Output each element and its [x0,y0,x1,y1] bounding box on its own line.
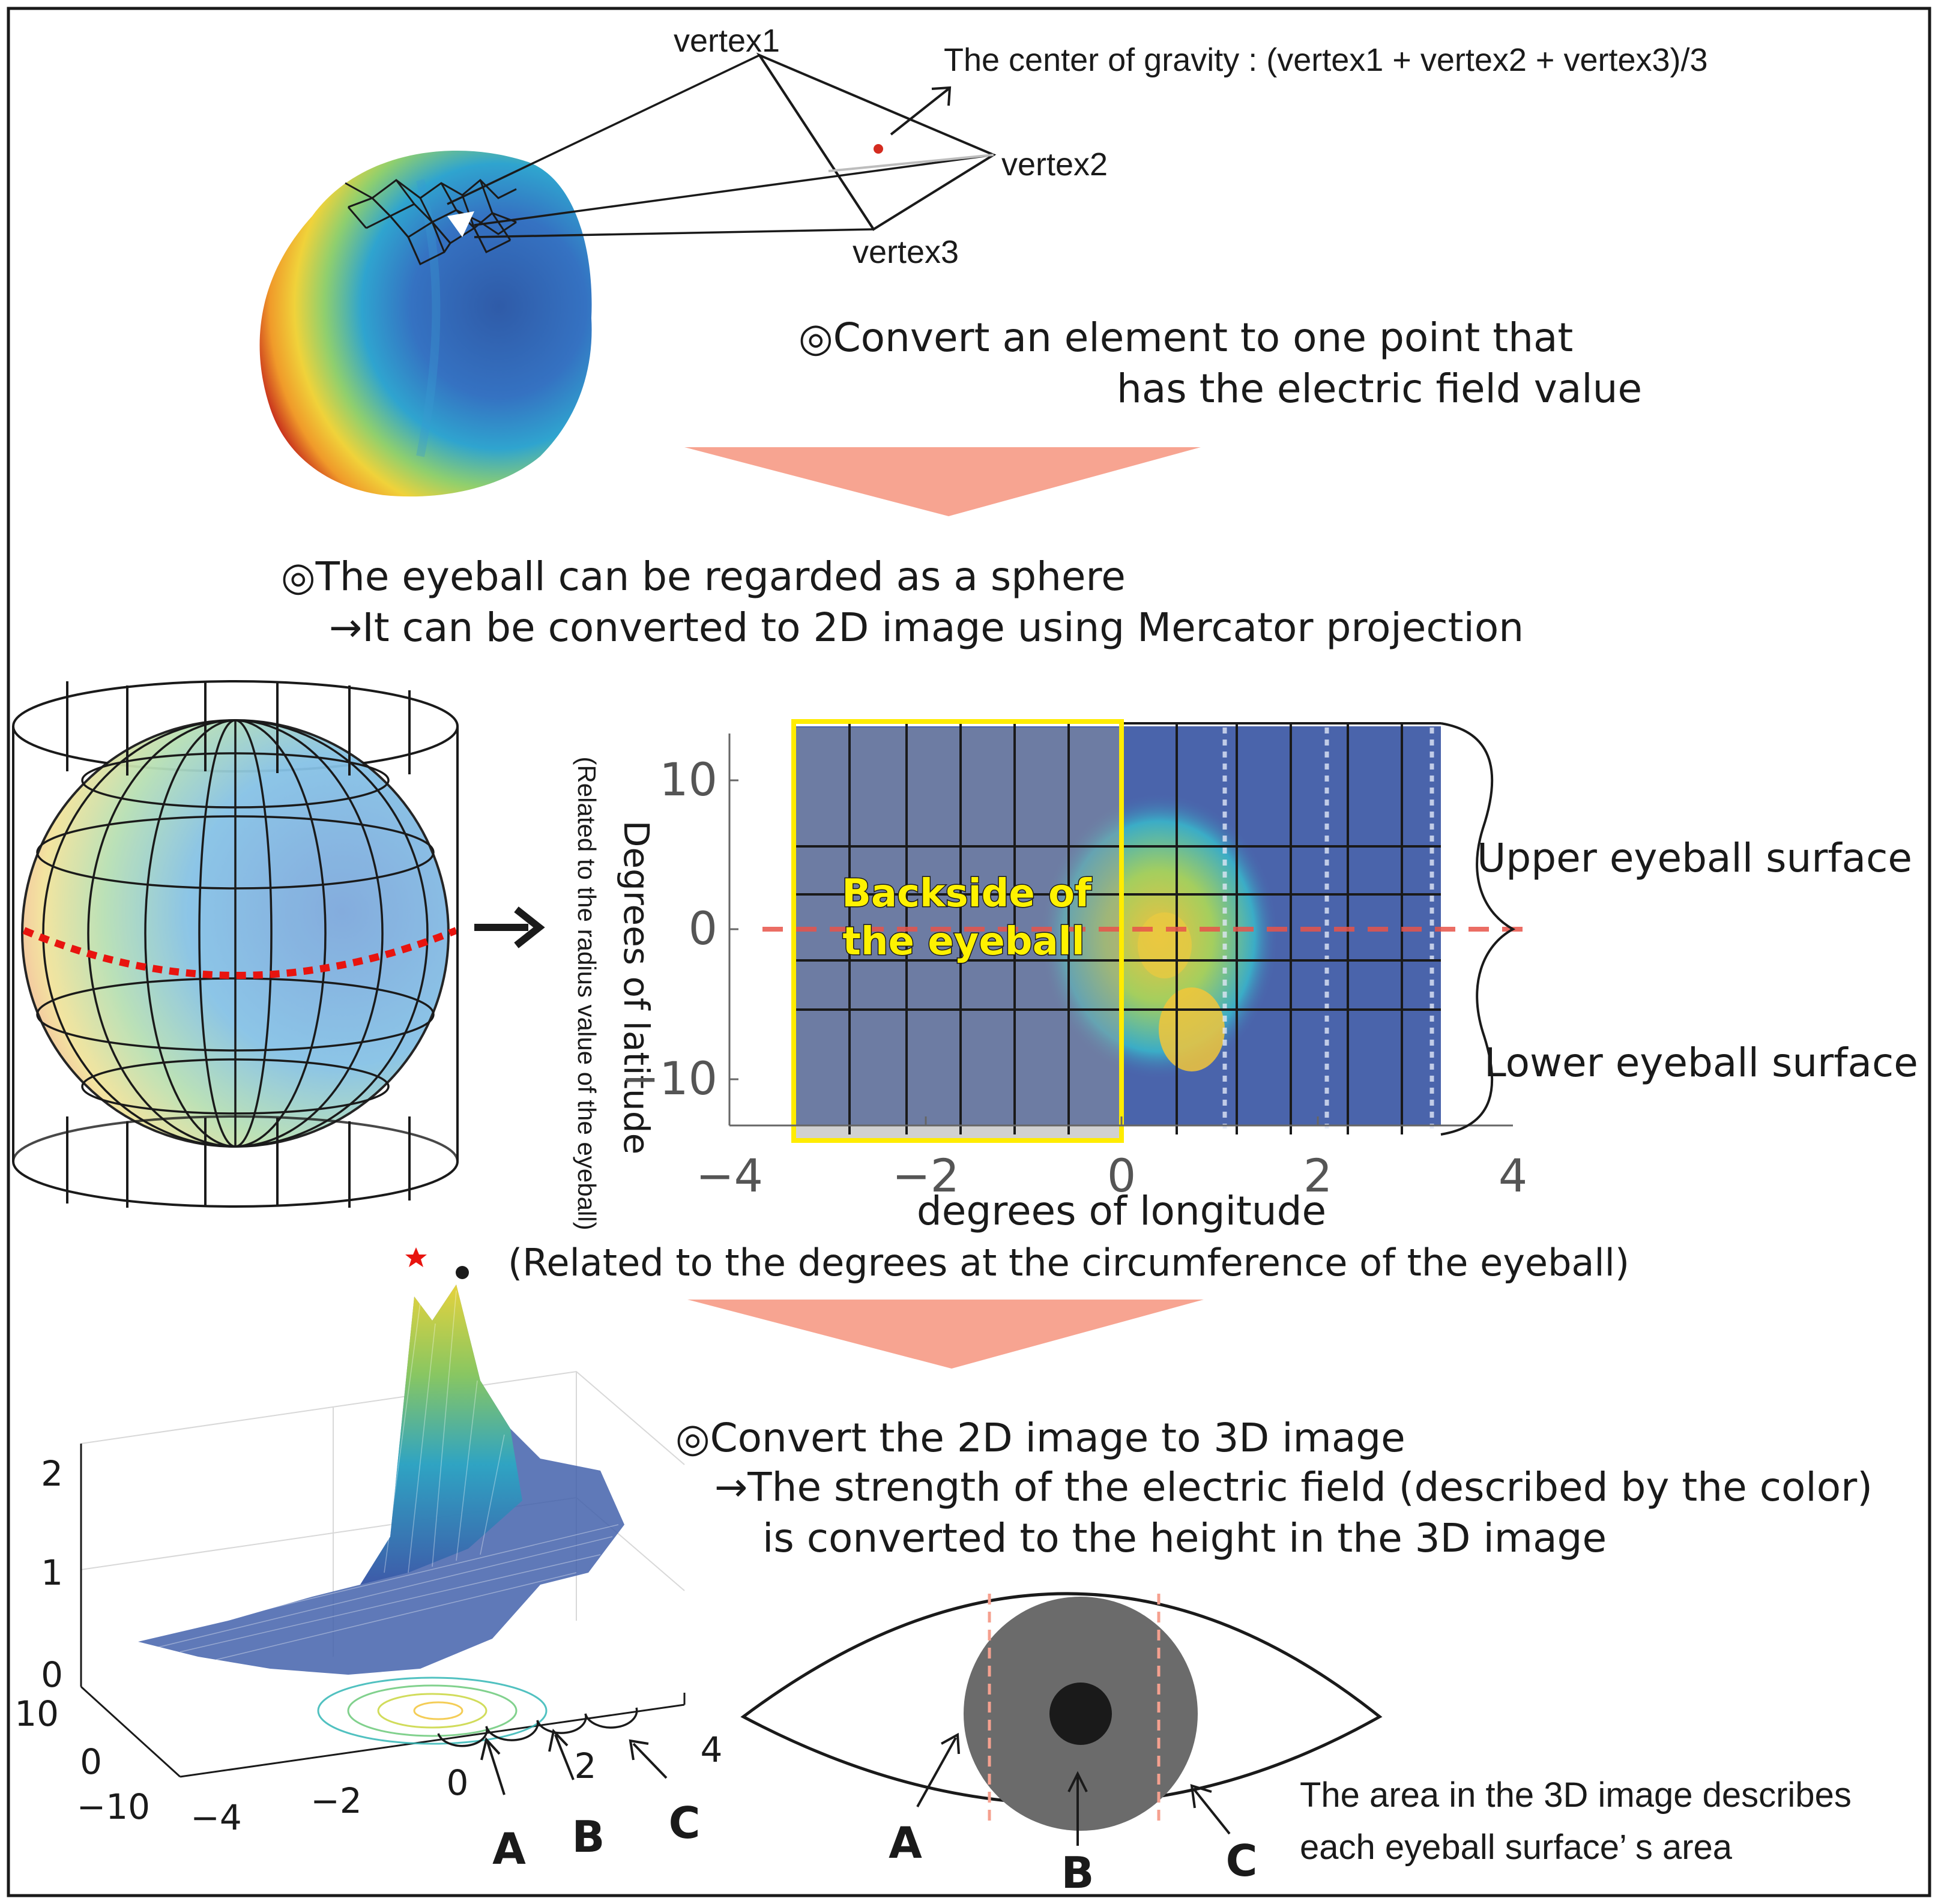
surface-braces [1440,722,1516,1136]
y-axis-title: Degrees of latitude [616,821,657,1155]
x3d-tick-2: 2 [575,1746,597,1786]
right-arrow [474,906,545,948]
pupil [1049,1683,1112,1745]
surface-label-b: B [572,1812,605,1862]
y3d-tick-0: 0 [80,1741,102,1782]
backside-label-line1: Backside of [842,872,1092,916]
x-axis-subtitle: (Related to the degrees at the circumfer… [508,1241,1629,1285]
x-tick-neg4: −4 [696,1149,763,1202]
eye-label-a: A [889,1818,922,1868]
x-tick-2: 2 [1303,1149,1332,1202]
selected-element [447,211,474,237]
backside-label-line2: the eyeball [842,920,1084,964]
down-arrow-1 [684,447,1201,516]
mercator-cylinder-globe [12,680,459,1208]
eye-diagram [740,1592,1383,1846]
zoom-lines [447,54,994,238]
upper-surface-label: Upper eyeball surface [1477,835,1912,881]
globe-meridians [36,719,435,1148]
z-tick-2: 2 [41,1453,63,1494]
y-axis-subtitle: (Related to the radius value of the eyeb… [573,756,601,1230]
step2-note-line1: ◎The eyeball can be regarded as a sphere [281,553,1126,600]
x3d-tick-4: 4 [701,1729,723,1770]
step3-note-line1: ◎Convert the 2D image to 3D image [675,1415,1405,1461]
figure-frame [7,7,1931,1897]
y-tick-10: 10 [659,753,717,806]
down-arrow-2 [687,1300,1204,1369]
eye-label-c: C [1226,1836,1258,1886]
y3d-tick-neg10: −10 [77,1786,150,1827]
step1-note-line2: has the electric field value [1117,366,1642,412]
step2-note-line2: →It can be converted to 2D image using M… [329,604,1524,651]
step1-note-line1: ◎Convert an element to one point that [798,315,1573,361]
peak-dot-marker [456,1266,469,1279]
step3-note-line3: is converted to the height in the 3D ima… [762,1515,1607,1561]
x-tick-4: 4 [1499,1149,1527,1202]
y-tick-0: 0 [689,902,717,955]
vertex3-label: vertex3 [853,234,959,270]
x3d-tick-neg4: −4 [190,1797,242,1838]
x3d-tick-neg2: −2 [310,1780,362,1821]
lower-surface-label: Lower eyeball surface [1484,1040,1918,1086]
mercator-map [728,719,1528,1143]
y-tick-neg10: −10 [621,1052,717,1105]
x-tick-0: 0 [1107,1149,1136,1202]
surface-label-c: C [669,1798,701,1848]
area-note-line2: each eyeball surface’ s area [1300,1828,1733,1867]
area-note-line1: The area in the 3D image describes [1300,1776,1852,1815]
peak-star-marker [405,1247,427,1267]
z-tick-1: 1 [41,1552,63,1593]
surface-plot-3d [80,1247,686,1795]
x-axis-title: degrees of longitude [917,1188,1326,1234]
step3-note-line2: →The strength of the electric field (des… [714,1464,1873,1510]
equator-line [22,927,458,979]
center-of-gravity-label: The center of gravity : (vertex1 + verte… [944,42,1708,78]
vertex1-label: vertex1 [674,23,780,59]
x3d-tick-0: 0 [447,1762,469,1803]
x-tick-neg2: −2 [892,1149,959,1202]
vertex2-label: vertex2 [1001,146,1108,182]
zoom-triangle [756,52,997,231]
y3d-tick-10: 10 [14,1693,59,1734]
z-tick-0: 0 [41,1654,63,1695]
center-of-gravity-dot [874,144,883,154]
eye-label-b: B [1061,1848,1094,1898]
backside-box [791,719,1124,1143]
surface-label-a: A [492,1824,526,1874]
mesh-eyeball-3d [259,150,592,497]
mesh-triangles [345,178,517,266]
